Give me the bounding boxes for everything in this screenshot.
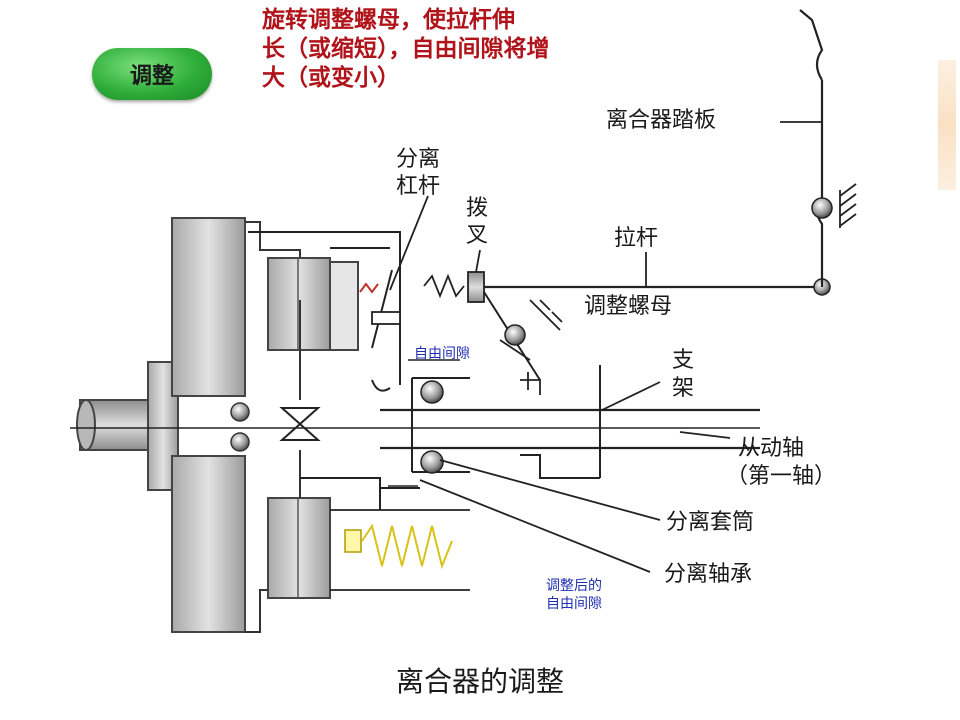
fork-pivot: [504, 324, 526, 346]
fork-bracket: [499, 299, 563, 361]
label-lever-2: 杠杆: [396, 174, 441, 199]
leader-bracket: [601, 381, 661, 411]
input-shaft-end: [76, 399, 96, 451]
cover-top: [329, 261, 359, 351]
lever-tip: [371, 379, 391, 392]
fork-end: [520, 372, 541, 395]
release-bearing-bottom: [420, 450, 444, 474]
note-line-1: 旋转调整螺母，使拉杆伸: [262, 7, 515, 33]
label-bracket-2: 架: [672, 376, 695, 401]
pilot-ball-bottom: [230, 432, 250, 452]
release-bearing-top: [420, 380, 444, 404]
lever-spring: [359, 282, 379, 294]
flywheel: [171, 217, 246, 633]
leader-lever: [389, 195, 429, 291]
pedal-mount: [839, 183, 857, 228]
label-pedal: 离合器踏板: [606, 108, 717, 133]
leader-bearing: [419, 479, 651, 573]
release-lever: [371, 269, 393, 349]
spring-housing: [344, 529, 362, 553]
label-nut: 调整螺母: [584, 294, 673, 319]
adjustment-note: 旋转调整螺母，使拉杆伸 长（或缩短），自由间隙将增 大（或变小）: [262, 6, 732, 93]
note-line-2: 长（或缩短），自由间隙将增: [262, 36, 550, 62]
release-sleeve: [411, 377, 470, 473]
pedal-pivot: [811, 197, 833, 219]
clutch-spring: [361, 523, 453, 570]
diagram-title: 离合器的调整: [395, 665, 564, 698]
label-fork-2: 叉: [466, 223, 489, 248]
label-bracket-1: 支: [672, 348, 695, 373]
pressure-plate-bottom: [267, 497, 331, 599]
adjust-nut: [467, 271, 485, 303]
adjust-badge-label: 调整: [129, 64, 174, 89]
label-rod: 拉杆: [614, 226, 659, 251]
label-fork-1: 拨: [466, 196, 489, 221]
spring-frame: [330, 509, 470, 591]
note-line-3: 大（或变小）: [262, 65, 400, 91]
label-sleeve: 分离套筒: [666, 510, 755, 535]
label-shaft-2: （第一轴）: [726, 464, 837, 489]
label-adj-gap-1: 调整后的: [546, 578, 602, 594]
adjust-badge: 调整: [92, 48, 212, 100]
edge-decoration: [938, 60, 956, 190]
return-spring: [423, 273, 465, 299]
leader-fork: [475, 249, 481, 273]
label-lever-1: 分离: [396, 147, 441, 172]
leader-shaft: [679, 431, 731, 439]
spline-valve: [279, 407, 321, 441]
pilot-ball-top: [230, 402, 250, 422]
bracket: [520, 365, 650, 479]
label-bearing: 分离轴承: [664, 562, 753, 587]
label-shaft-1: 从动轴: [738, 436, 805, 461]
label-free-gap: 自由间隙: [414, 346, 470, 362]
leader-sleeve: [439, 459, 661, 521]
label-adj-gap-2: 自由间隙: [546, 596, 602, 612]
pedal-arm: [799, 9, 824, 287]
lever-frame: [248, 231, 420, 510]
lever-pin: [371, 311, 401, 325]
